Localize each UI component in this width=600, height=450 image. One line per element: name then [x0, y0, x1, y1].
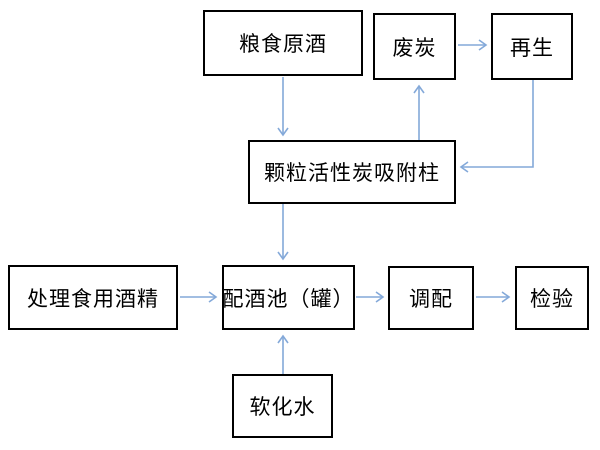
- node-label: 再生: [510, 36, 554, 60]
- node-grain-raw-liquor: 粮食原酒: [203, 10, 363, 76]
- node-regeneration: 再生: [491, 13, 573, 80]
- node-label: 颗粒活性炭吸附柱: [264, 162, 440, 185]
- node-label: 配酒池（罐）: [222, 287, 355, 311]
- node-label: 废炭: [392, 36, 437, 60]
- node-activated-carbon-column: 颗粒活性炭吸附柱: [248, 140, 456, 204]
- node-softened-water: 软化水: [232, 374, 333, 438]
- node-treated-edible-alcohol: 处理食用酒精: [8, 265, 178, 330]
- node-waste-carbon: 废炭: [373, 13, 456, 80]
- node-label: 调配: [409, 288, 453, 311]
- node-label: 粮食原酒: [239, 33, 327, 56]
- node-blending: 调配: [388, 266, 474, 330]
- node-label: 软化水: [249, 396, 316, 419]
- arrow-regen-to-column: [459, 80, 534, 173]
- node-inspection: 检验: [515, 266, 589, 330]
- node-label: 处理食用酒精: [27, 287, 159, 311]
- node-label: 检验: [530, 288, 574, 311]
- node-blending-tank: 配酒池（罐）: [222, 265, 355, 330]
